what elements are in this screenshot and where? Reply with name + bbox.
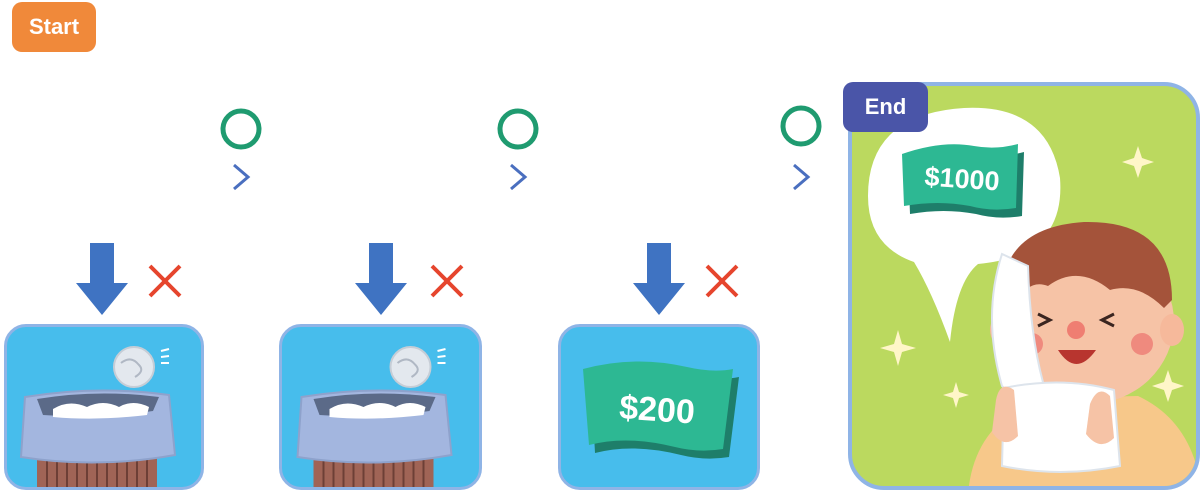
child-icon: $1000 [868, 107, 1196, 486]
paper-ball-icon [389, 346, 446, 388]
cross-icon [148, 264, 182, 298]
down-arrow-icon [355, 243, 407, 315]
paper-ball-icon [113, 346, 170, 388]
trash-bin-icon [296, 346, 453, 487]
end-badge: End [843, 82, 928, 132]
chevron-right-icon [510, 163, 528, 191]
sparkle-icon [880, 330, 916, 366]
down-arrow-icon [633, 243, 685, 315]
chevron-right-icon [233, 163, 251, 191]
final-scene-panel: $1000 [848, 82, 1200, 490]
trash-bin-panel [279, 324, 482, 490]
chevron-right-icon [793, 163, 811, 191]
money-panel: $200 [558, 324, 760, 490]
money-bill-icon: $200 [583, 361, 739, 459]
circle-icon [780, 105, 822, 147]
trash-bin-panel [4, 324, 204, 490]
price-label: $1000 [924, 161, 1001, 196]
sparkle-icon [1152, 370, 1184, 402]
sparkle-icon [1122, 146, 1154, 178]
price-label: $200 [618, 388, 696, 431]
trash-bin-icon [19, 346, 177, 487]
start-badge: Start [12, 2, 96, 52]
cross-icon [705, 264, 739, 298]
cross-icon [430, 264, 464, 298]
sparkle-icon [943, 382, 969, 408]
money-bill-icon [902, 144, 1018, 210]
circle-icon [220, 108, 262, 150]
down-arrow-icon [76, 243, 128, 315]
circle-icon [497, 108, 539, 150]
